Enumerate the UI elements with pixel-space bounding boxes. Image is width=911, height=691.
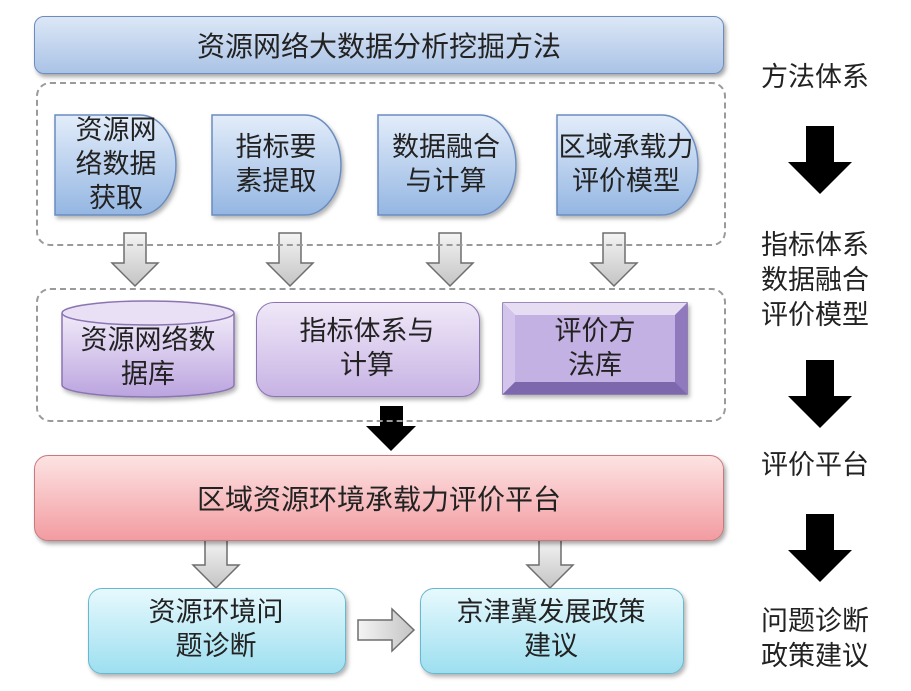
method-library-box — [502, 302, 688, 395]
methods-group — [36, 82, 726, 246]
down-arrow-gray-3 — [425, 232, 475, 288]
store-label-method-library: 评价方 法库 — [554, 315, 636, 381]
output-diagnosis-box — [88, 588, 346, 674]
store-label-database: 资源网络数 据库 — [80, 325, 216, 390]
evaluation-platform-bar: 区域资源环境承载力评价平台 — [34, 455, 724, 541]
stage-arrow-black-3 — [788, 514, 852, 582]
stage-label-diagnosis-policy: 问题诊断 政策建议 — [761, 606, 869, 672]
stage-label-platform: 评价平台 — [761, 450, 869, 481]
output-label-policy: 京津冀发展政策 建议 — [456, 597, 646, 662]
down-arrow-gray-1 — [110, 232, 160, 288]
stage-arrow-black-1 — [788, 126, 852, 194]
method-shape-2 — [211, 114, 342, 216]
output-label-diagnosis: 资源环境问 题诊断 — [148, 597, 284, 662]
store-label-indicator-system: 指标体系与 计算 — [299, 315, 435, 381]
stores-group — [36, 288, 726, 422]
method-label-indicator-extraction: 指标要 素提取 — [235, 132, 317, 197]
down-arrow-black-center — [366, 406, 416, 451]
store-indicator-system-box — [256, 302, 480, 397]
down-arrow-gray-4 — [589, 232, 639, 288]
method-label-capacity-model: 区域承载力 评价模型 — [558, 132, 694, 197]
stage-arrow-black-2 — [788, 360, 852, 428]
database-cylinder-icon — [61, 300, 235, 398]
down-arrow-gray-6 — [525, 539, 575, 590]
down-arrow-gray-2 — [265, 232, 315, 288]
method-label-data-fusion: 数据融合 与计算 — [392, 132, 500, 197]
output-policy-box — [420, 588, 684, 674]
method-label-data-acquisition: 资源网 络数据 获取 — [75, 115, 157, 214]
right-arrow-gray — [357, 607, 416, 653]
method-title-bar: 资源网络大数据分析挖掘方法 — [34, 16, 724, 74]
method-shape-3 — [377, 114, 517, 216]
stage-label-method-system: 方法体系 — [761, 62, 869, 93]
method-shape-4 — [556, 114, 699, 216]
down-arrow-gray-5 — [191, 539, 241, 590]
stage-label-indicator-fusion-model: 指标体系 数据融合 评价模型 — [761, 230, 869, 331]
method-shape-1 — [54, 114, 177, 216]
